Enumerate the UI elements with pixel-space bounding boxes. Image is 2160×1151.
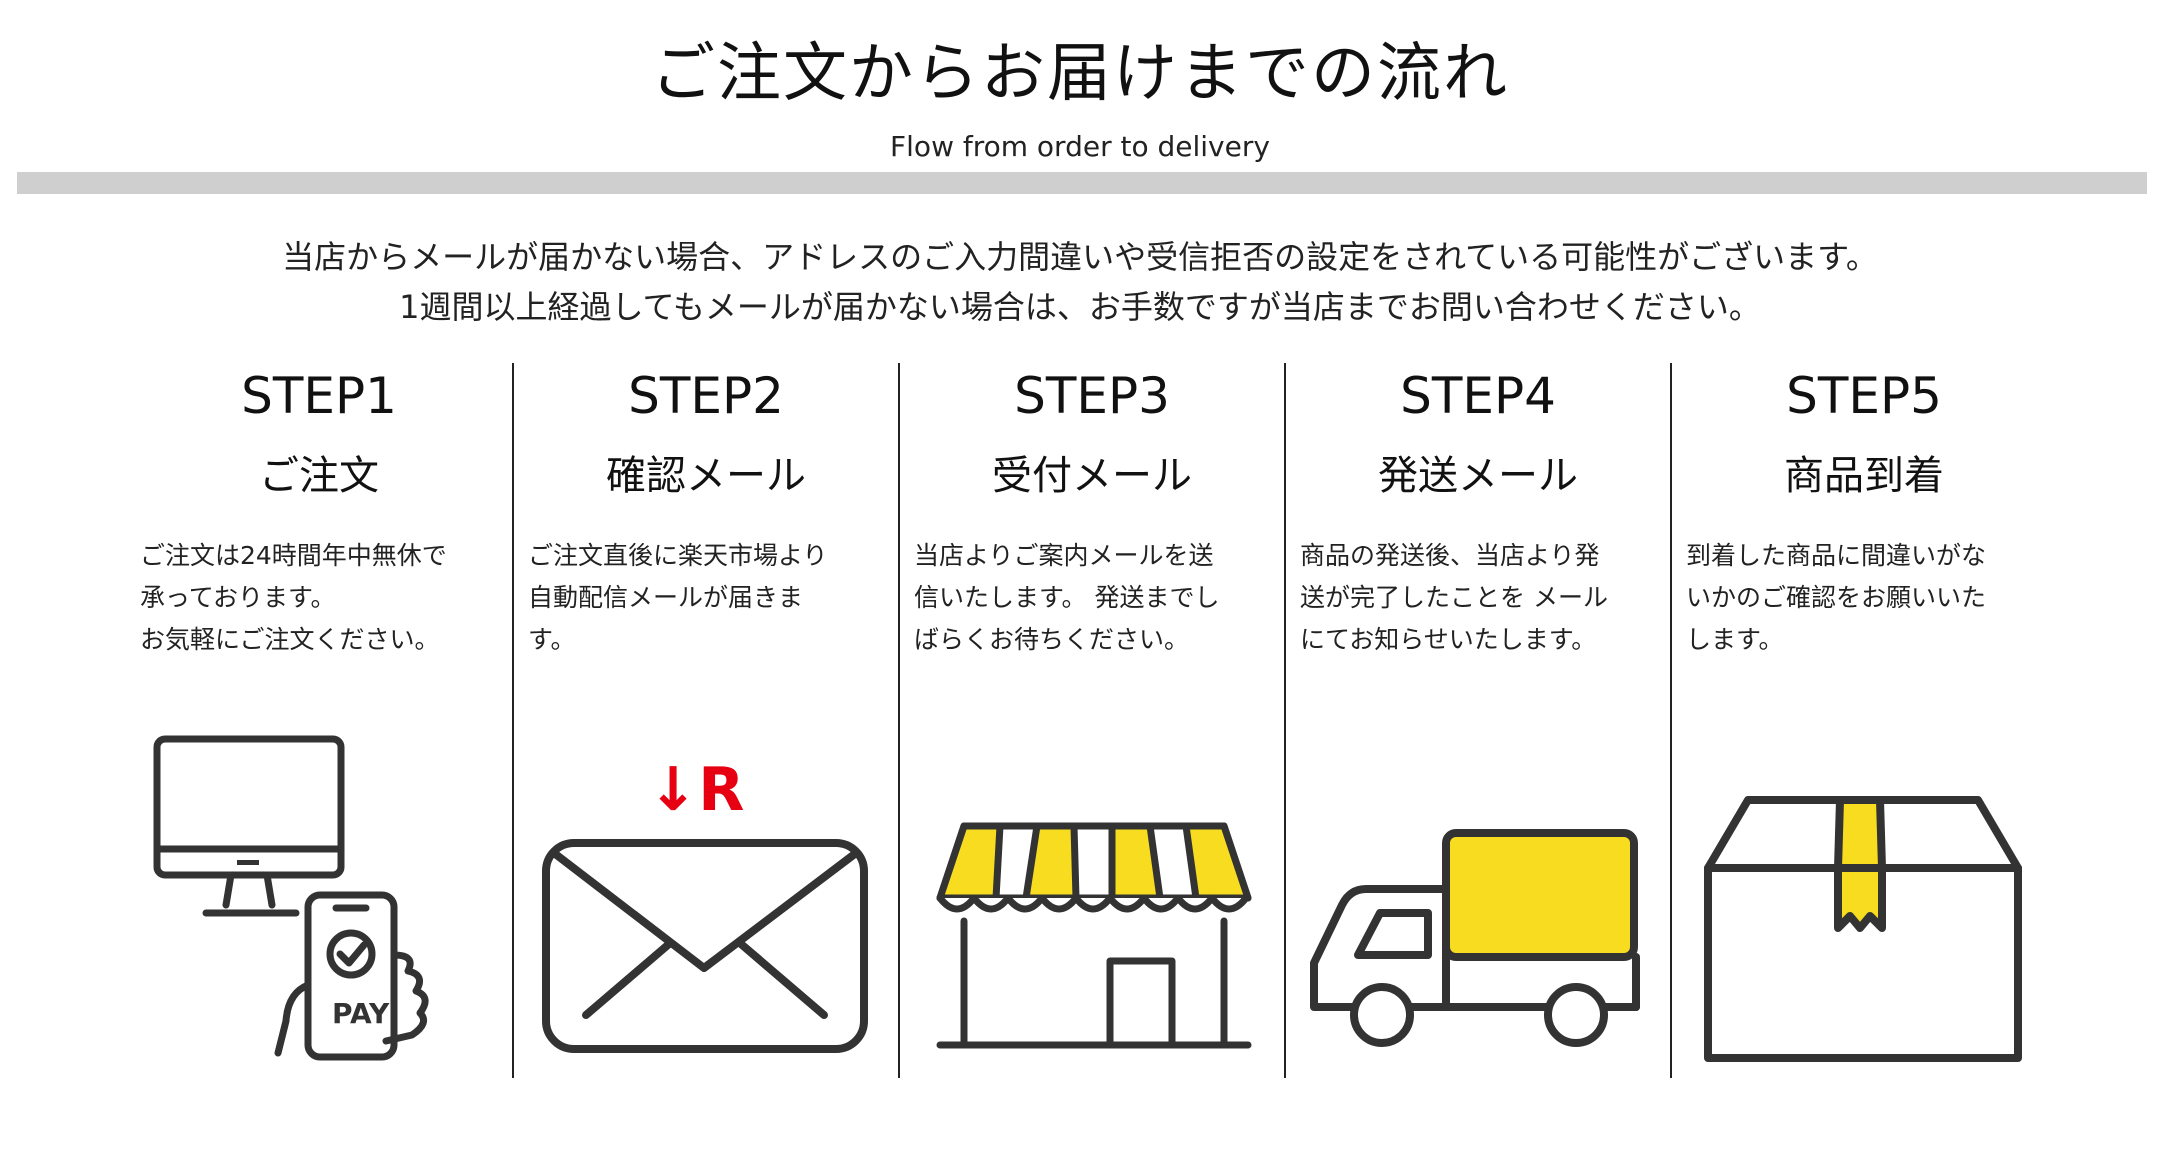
step-name: 発送メール	[1378, 453, 1578, 499]
steps-flow: STEP1 ご注文 ご注文は24時間年中無休で 承っております。 お気軽にご注文…	[126, 363, 2056, 1078]
step-name: 商品到着	[1784, 453, 1944, 499]
step-name: 受付メール	[992, 453, 1192, 499]
pay-label: PAY	[332, 997, 390, 1030]
step-description: 商品の発送後、当店より発 送が完了したことを メール にてお知らせいたします。	[1300, 541, 1608, 654]
step-description: 到着した商品に間違いがな いかのご確認をお願いいた します。	[1686, 541, 1987, 654]
step-2: STEP2 確認メール ご注文直後に楽天市場より 自動配信メールが届きま す。 …	[512, 363, 898, 1078]
store-icon	[936, 822, 1252, 1049]
page-subtitle: Flow from order to delivery	[890, 130, 1270, 163]
step-1: STEP1 ご注文 ご注文は24時間年中無休で 承っております。 お気軽にご注文…	[126, 363, 512, 1078]
rakuten-arrow-label: ↓R	[648, 755, 744, 825]
header-divider	[17, 172, 2147, 194]
step-title: STEP2	[628, 367, 784, 425]
mail-notice: 当店からメールが届かない場合、アドレスのご入力間違いや受信拒否の設定をされている…	[0, 232, 2160, 332]
mail-notice-line-2: 1週間以上経過してもメールが届かない場合は、お手数ですが当店までお問い合わせくだ…	[399, 288, 1761, 326]
step-description: ご注文直後に楽天市場より 自動配信メールが届きま す。	[528, 541, 828, 654]
package-box-icon	[1704, 796, 2022, 1062]
mail-notice-line-1: 当店からメールが届かない場合、アドレスのご入力間違いや受信拒否の設定をされている…	[282, 238, 1878, 276]
delivery-truck-icon	[1310, 829, 1640, 1047]
step-name: 確認メール	[606, 453, 806, 499]
step-3: STEP3 受付メール 当店よりご案内メールを送 信いたします。 発送までし ば…	[898, 363, 1284, 1078]
step-description: 当店よりご案内メールを送 信いたします。 発送までし ばらくお待ちください。	[914, 541, 1220, 654]
step-title: STEP4	[1400, 367, 1556, 425]
step-title: STEP5	[1786, 367, 1942, 425]
computer-smartphone-pay-icon: PAY	[153, 735, 429, 1061]
step-description: ご注文は24時間年中無休で 承っております。 お気軽にご注文ください。	[140, 541, 447, 654]
step-title: STEP1	[241, 367, 397, 425]
step-name: ご注文	[259, 453, 379, 499]
page-title: ご注文からお届けまでの流れ	[651, 37, 1509, 111]
step-title: STEP3	[1014, 367, 1170, 425]
step-5: STEP5 商品到着 到着した商品に間違いがな いかのご確認をお願いいた します…	[1670, 363, 2056, 1078]
envelope-icon: ↓R	[542, 755, 868, 1053]
step-4: STEP4 発送メール 商品の発送後、当店より発 送が完了したことを メール に…	[1284, 363, 1670, 1078]
